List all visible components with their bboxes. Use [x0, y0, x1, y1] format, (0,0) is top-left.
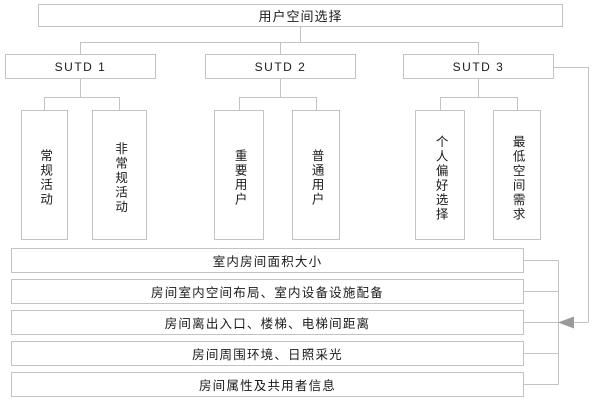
criteria-label: 房间属性及共用者信息: [198, 379, 336, 393]
node-sutd-2[interactable]: SUTD 2: [205, 54, 356, 79]
criteria-label: 房间离出入口、楼梯、电梯间距离: [164, 317, 371, 331]
node-label: 个人偏好选择: [433, 134, 448, 222]
node-user-space-selection[interactable]: 用户空间选择: [38, 4, 563, 27]
criteria-label: 室内房间面积大小: [212, 255, 323, 269]
node-label: SUTD 1: [54, 59, 107, 74]
node-label: 最低空间需求: [510, 134, 525, 222]
node-irregular-activity[interactable]: 非常规活动: [92, 110, 147, 240]
node-minimum-space-requirement[interactable]: 最低空间需求: [493, 110, 541, 240]
node-label: SUTD 2: [254, 59, 307, 74]
node-label: 普通用户: [309, 149, 324, 207]
criteria-bar-distance-exit-stairs-elevator[interactable]: 房间离出入口、楼梯、电梯间距离: [11, 310, 524, 335]
node-regular-activity[interactable]: 常规活动: [21, 110, 68, 240]
node-personal-preference[interactable]: 个人偏好选择: [415, 110, 465, 240]
criteria-bar-room-area[interactable]: 室内房间面积大小: [11, 248, 524, 273]
node-normal-user[interactable]: 普通用户: [292, 110, 340, 240]
node-important-user[interactable]: 重要用户: [214, 110, 264, 240]
node-sutd-3[interactable]: SUTD 3: [403, 54, 554, 79]
node-label: SUTD 3: [452, 59, 505, 74]
node-sutd-1[interactable]: SUTD 1: [5, 54, 156, 79]
criteria-bar-environment-daylight[interactable]: 房间周围环境、日照采光: [11, 341, 524, 366]
criteria-bar-layout-equipment[interactable]: 房间室内空间布局、室内设备设施配备: [11, 279, 524, 304]
feedback-arrowhead: [558, 316, 574, 329]
criteria-label: 房间周围环境、日照采光: [192, 348, 343, 362]
node-label: 用户空间选择: [258, 9, 343, 24]
node-label: 常规活动: [38, 149, 53, 207]
node-label: 非常规活动: [113, 141, 128, 215]
node-label: 重要用户: [232, 149, 247, 207]
criteria-label: 房间室内空间布局、室内设备设施配备: [151, 286, 384, 300]
criteria-bar-room-attributes-sharers[interactable]: 房间属性及共用者信息: [11, 372, 524, 397]
